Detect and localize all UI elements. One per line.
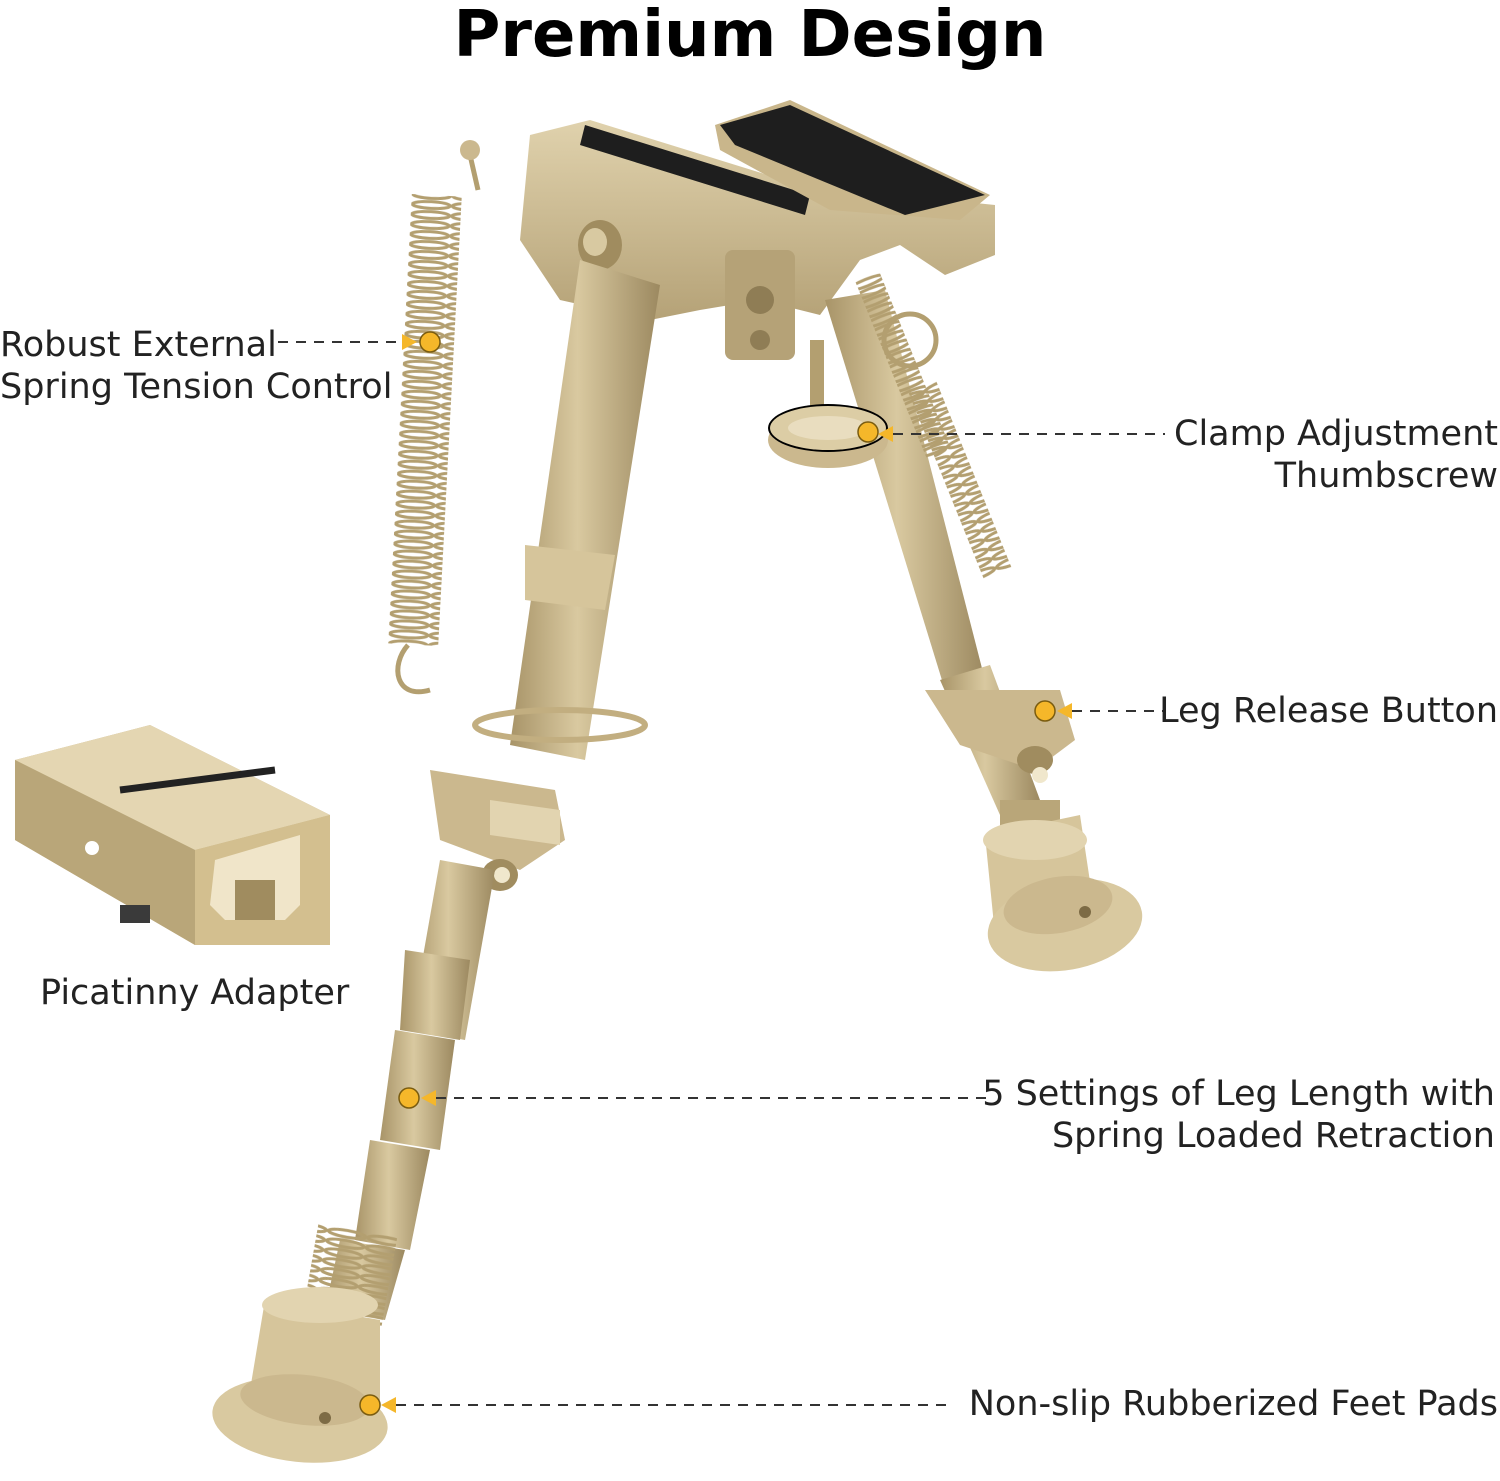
marker-dot-icon <box>359 1394 396 1416</box>
marker-dot-icon <box>398 1087 436 1109</box>
callout-clamp-label: Clamp Adjustment Thumbscrew <box>1174 414 1498 496</box>
marker-dot-icon <box>402 331 441 353</box>
external-spring <box>388 140 481 695</box>
marker-dot-icon <box>1034 700 1072 722</box>
picatinny-adapter <box>15 725 330 945</box>
left-leg <box>212 260 660 1463</box>
callout-feet-label: Non-slip Rubberized Feet Pads <box>968 1384 1498 1424</box>
callout-spring-label: Robust External Spring Tension Control <box>0 325 393 407</box>
page-title: Premium Design <box>453 0 1047 72</box>
callout-release-label: Leg Release Button <box>1159 691 1498 731</box>
callout-leaders <box>278 341 1165 1406</box>
clamp-thumbscrew <box>768 340 888 468</box>
callout-length-label: 5 Settings of Leg Length with Spring Loa… <box>982 1074 1495 1156</box>
marker-dot-icon <box>857 421 893 443</box>
adapter-caption: Picatinny Adapter <box>40 973 350 1013</box>
right-leg <box>825 272 1143 972</box>
bipod-body <box>520 100 995 360</box>
